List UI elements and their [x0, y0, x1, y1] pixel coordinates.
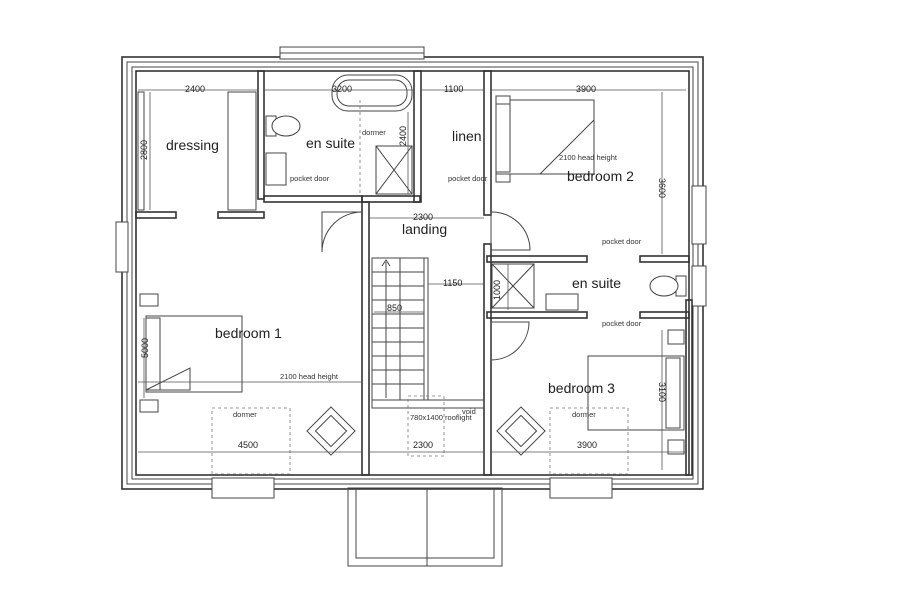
dim-dressing-depth: 2800: [139, 140, 149, 160]
dimension-lines: [138, 89, 686, 470]
window-left: [115, 221, 129, 273]
bath: [331, 74, 413, 112]
note-pocket-door-bed2: pocket door: [602, 237, 642, 246]
door-swings: [321, 211, 531, 361]
porch-below: [347, 487, 503, 567]
dim-landing-width: 2300: [413, 212, 433, 222]
shower-ensuite-2: [491, 263, 535, 309]
dim-bed1-width: 4500: [238, 440, 258, 450]
toilet-ensuite-2: [649, 275, 687, 297]
room-en-suite-1: en suite: [306, 135, 355, 151]
dim-ensuite-width: 3200: [332, 84, 352, 94]
room-en-suite-2: en suite: [572, 275, 621, 291]
rooflight-outline: [407, 395, 445, 457]
note-head-height-bed2: 2100 head height: [559, 153, 618, 162]
note-pocket-door-linen: pocket door: [448, 174, 488, 183]
basin-ensuite-1: [265, 152, 287, 186]
shower-ensuite-1: [375, 145, 413, 195]
note-pocket-door-bed3: pocket door: [602, 319, 642, 328]
chair-bedroom-3: [496, 406, 546, 456]
dormer-bedroom-3: [549, 407, 629, 475]
bed-bedroom-1: [139, 293, 243, 413]
dim-bed2-width: 3900: [576, 84, 596, 94]
dim-dressing-width: 2400: [185, 84, 205, 94]
note-dormer-bed1: dormer: [233, 410, 257, 419]
note-rooflight: 780x1400 rooflight: [410, 413, 473, 422]
note-dormer-ensuite: dormer: [362, 128, 386, 137]
dormer-bedroom-1: [211, 407, 291, 475]
note-pocket-door-ensuite: pocket door: [290, 174, 330, 183]
dim-bed3-width: 3900: [577, 440, 597, 450]
note-head-height-bed1: 2100 head height: [280, 372, 339, 381]
toilet-ensuite-1: [265, 115, 301, 137]
dressing-rails: [137, 91, 257, 211]
dim-landing-gap: 1150: [443, 278, 462, 288]
dim-ensuite2-depth: 1000: [492, 280, 502, 300]
bed-bedroom-2: [495, 95, 595, 183]
dim-stair-width: 850: [387, 303, 402, 313]
window-right-top: [691, 185, 707, 245]
bed-bedroom-3: [587, 329, 685, 455]
basin-ensuite-2: [545, 293, 579, 311]
room-dressing: dressing: [166, 137, 219, 153]
dim-ensuite-depth: 2400: [398, 126, 408, 146]
window-right-mid: [691, 265, 707, 307]
room-linen: linen: [452, 128, 482, 144]
internal-walls: [135, 70, 693, 476]
window-top: [279, 46, 425, 60]
dim-bed1-depth: 5000: [140, 338, 150, 358]
chair-bedroom-1: [306, 406, 356, 456]
dim-bed2-depth: 3600: [657, 178, 667, 198]
window-bottom-right: [549, 477, 613, 499]
note-dormer-bed3: dormer: [572, 410, 596, 419]
dim-linen-width: 1100: [444, 84, 463, 94]
note-void: void: [462, 407, 476, 416]
window-bottom-left: [211, 477, 275, 499]
dim-landing-bottom: 2300: [413, 440, 433, 450]
dim-bed3-depth: 3100: [657, 382, 667, 402]
room-bedroom-2: bedroom 2: [567, 168, 634, 184]
room-landing: landing: [402, 221, 447, 237]
room-bedroom-1: bedroom 1: [215, 325, 282, 341]
room-bedroom-3: bedroom 3: [548, 380, 615, 396]
staircase: [371, 257, 485, 409]
